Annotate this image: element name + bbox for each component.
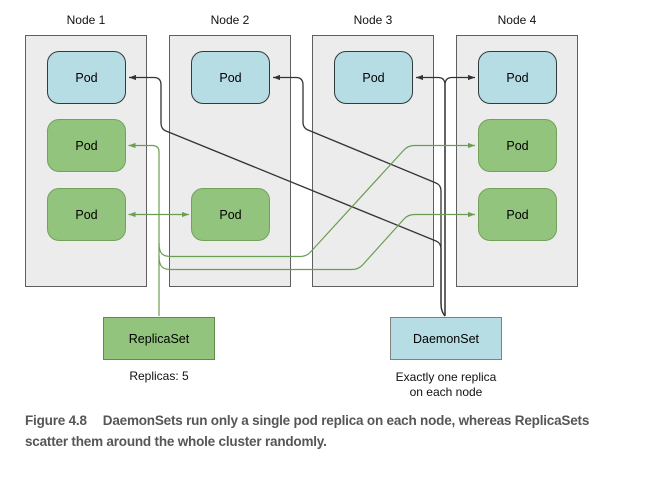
node2-label: Node 2 xyxy=(210,13,250,27)
pod-replicaset-node4-b: Pod xyxy=(478,188,557,241)
pod-daemonset-node4: Pod xyxy=(478,51,557,104)
figure-caption-line2: scatter them around the whole cluster ra… xyxy=(25,434,327,449)
replicaset-annotation: Replicas: 5 xyxy=(129,369,189,383)
pod-replicaset-node1-a: Pod xyxy=(47,119,126,172)
pod-replicaset-node1-b: Pod xyxy=(47,188,126,241)
daemonset-annotation-line2: on each node xyxy=(409,385,483,399)
pod-daemonset-node2: Pod xyxy=(191,51,270,104)
figure-caption: Figure 4.8 DaemonSets run only a single p… xyxy=(25,410,625,452)
pod-replicaset-node4-a: Pod xyxy=(478,119,557,172)
replicaset-box: ReplicaSet xyxy=(103,317,215,360)
pod-replicaset-node2: Pod xyxy=(191,188,270,241)
figure-caption-line1: DaemonSets run only a single pod replica… xyxy=(102,413,590,428)
pod-daemonset-node1: Pod xyxy=(47,51,126,104)
daemonset-annotation: Exactly one replica on each node xyxy=(376,370,516,400)
node4-label: Node 4 xyxy=(497,13,537,27)
figure-label: Figure 4.8 xyxy=(25,413,87,428)
pod-daemonset-node3: Pod xyxy=(334,51,413,104)
node1-label: Node 1 xyxy=(66,13,106,27)
daemonset-box: DaemonSet xyxy=(390,317,502,360)
daemonset-annotation-line1: Exactly one replica xyxy=(395,370,497,384)
node3-label: Node 3 xyxy=(353,13,393,27)
